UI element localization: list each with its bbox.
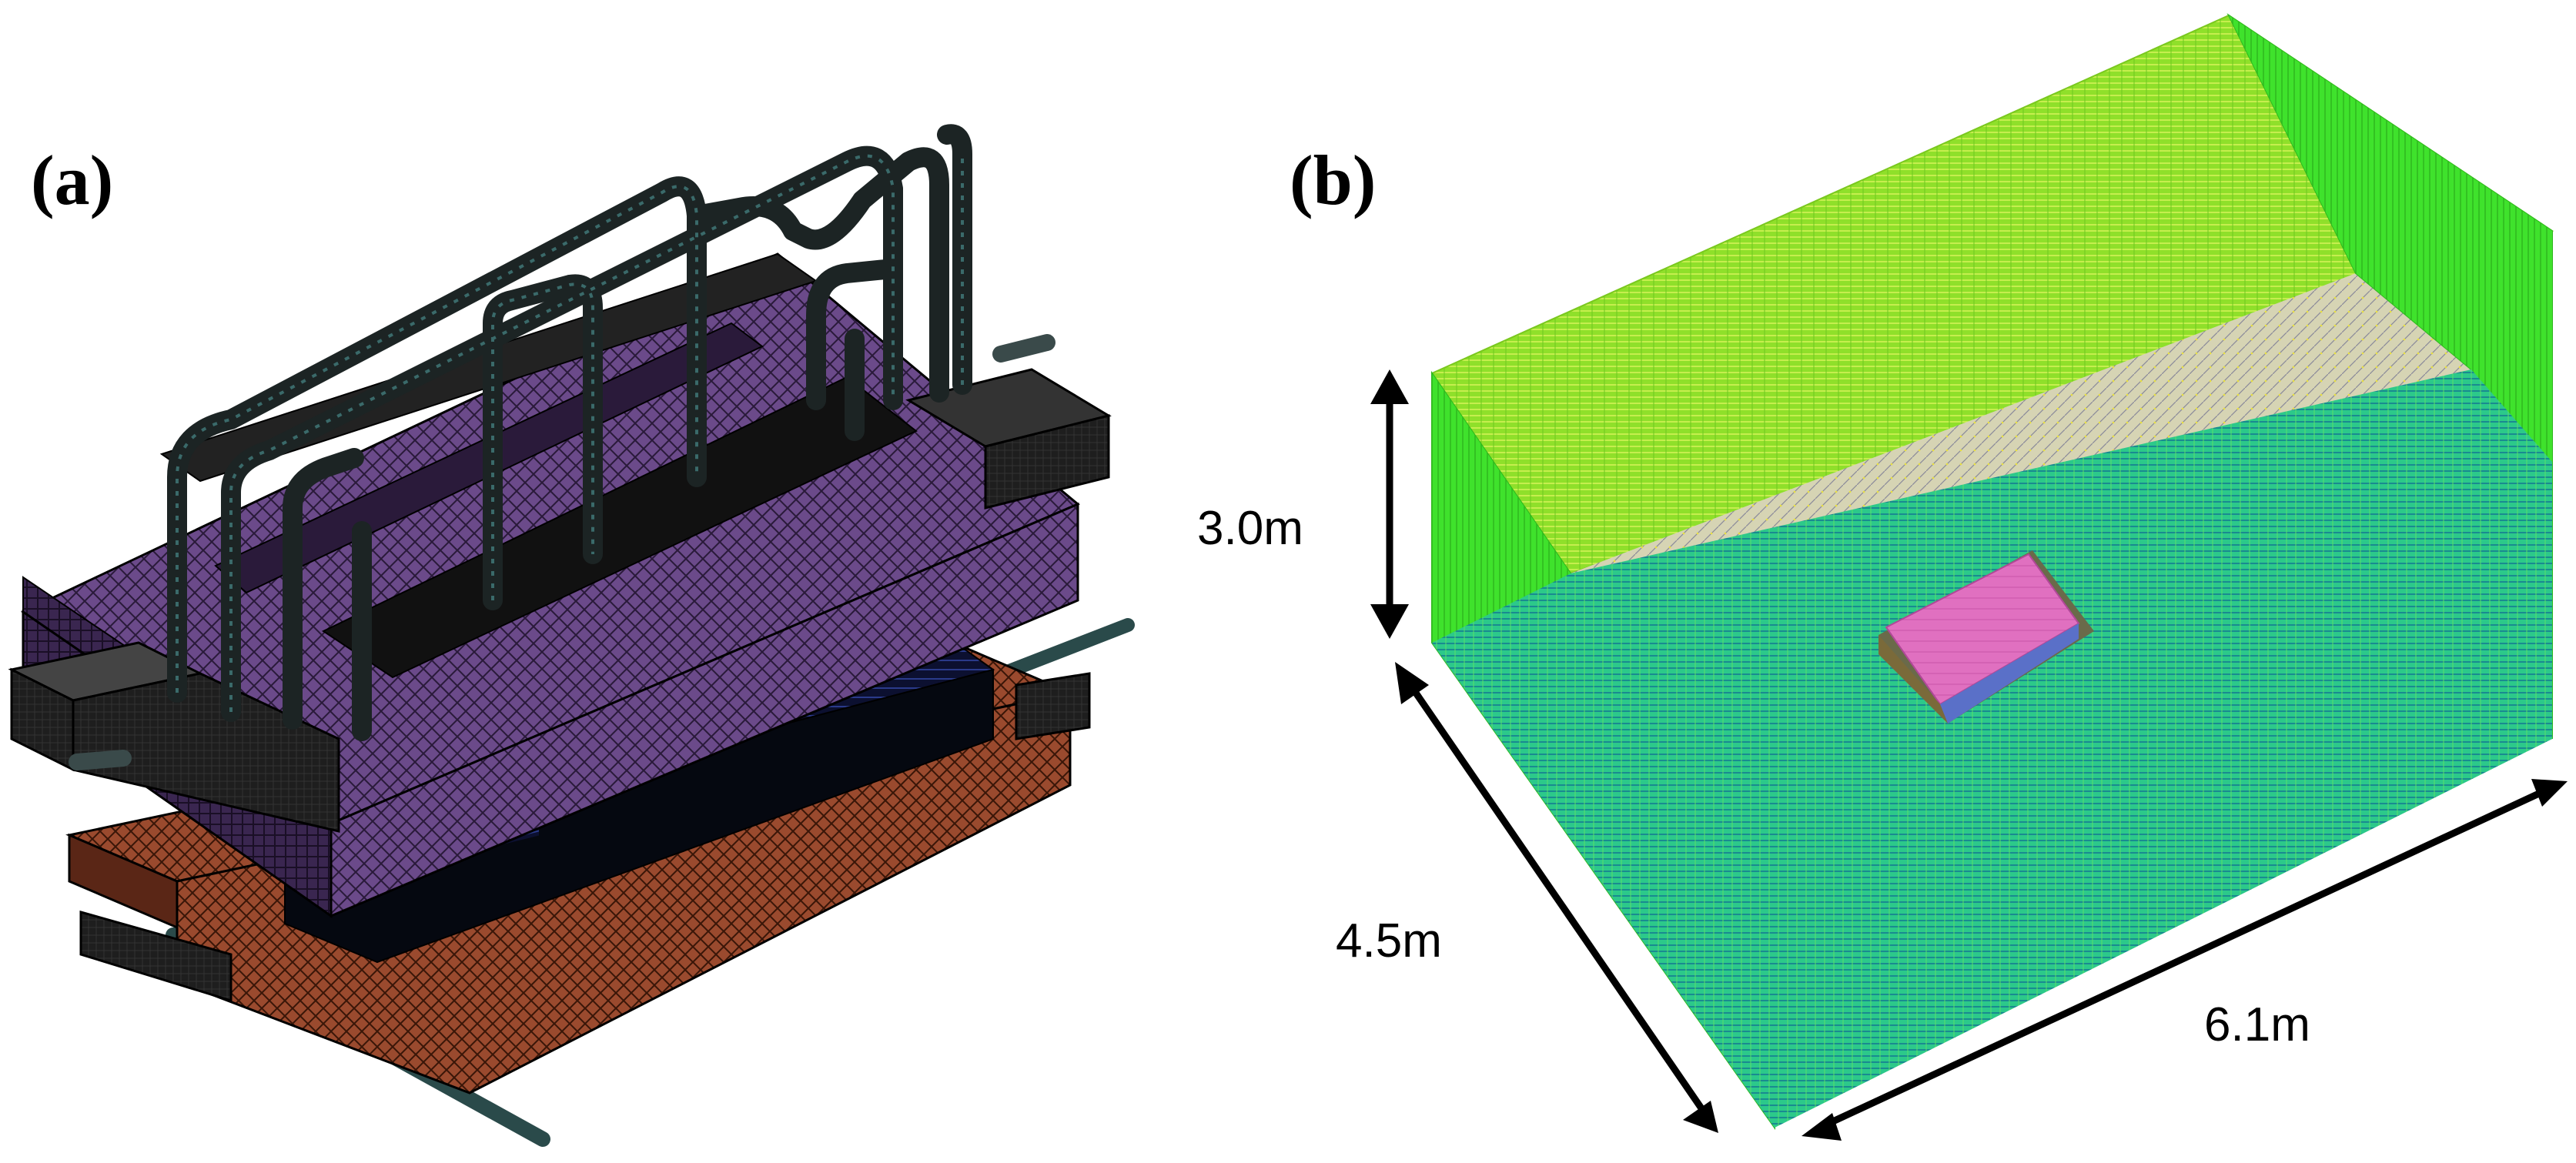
height-arrow: [1370, 369, 1409, 639]
panel-b: (b): [1197, 13, 2568, 1141]
pipe-highlights: [176, 154, 964, 712]
depth-label: 4.5m: [1336, 914, 1442, 967]
width-arrow: [1802, 779, 2568, 1141]
panel-a: (a): [8, 124, 1135, 1147]
depth-arrow: [1395, 662, 1718, 1133]
object-box: [1878, 550, 2094, 724]
panel-label-a: (a): [31, 141, 113, 219]
height-label: 3.0m: [1197, 502, 1303, 555]
panel-label-b: (b): [1290, 141, 1376, 219]
stub-right: [992, 334, 1055, 363]
room-mesh: [1430, 13, 2554, 1131]
dimension-arrows: [1370, 369, 2568, 1141]
stub-left: [69, 750, 132, 770]
width-label: 6.1m: [2204, 998, 2310, 1051]
